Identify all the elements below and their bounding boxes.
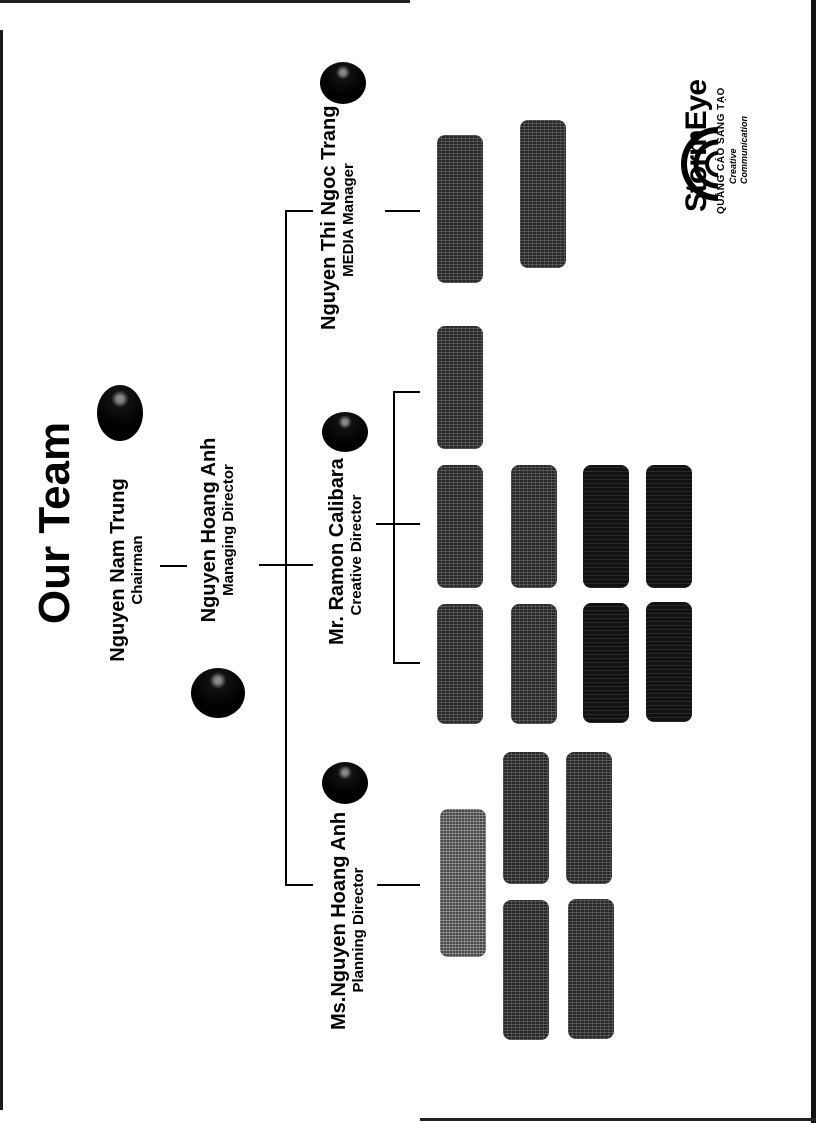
managing-director-name: Nguyen Hoang Anh <box>198 437 220 623</box>
planning-team-member-card <box>440 809 486 957</box>
planning-team-member-card <box>568 899 614 1039</box>
page-border-top <box>0 0 410 3</box>
creative-team-member-card <box>437 604 483 724</box>
stormeye-logo: StormEye QUẢNG CÁO SÁNG TẠO Creative Com… <box>668 60 768 240</box>
page-title: Our Team <box>30 421 79 625</box>
trunk-line <box>285 210 287 886</box>
creative-team-member-card <box>437 326 483 449</box>
media-team-member-card <box>520 120 566 268</box>
media-manager-role: MEDIA Manager <box>340 163 357 277</box>
creative-director-role: Creative Director <box>348 494 365 616</box>
creative-director-name: Mr. Ramon Calibara <box>326 458 348 645</box>
creative-bracket-vertical <box>393 391 395 664</box>
logo-subtitle: QUẢNG CÁO SÁNG TẠO <box>716 87 727 214</box>
branch-planning-bottom <box>285 884 313 886</box>
planning-team-member-card <box>503 900 549 1040</box>
planning-director-name: Ms.Nguyen Hoang Anh <box>328 811 350 1030</box>
chairman-avatar-icon <box>97 385 143 441</box>
creative-team-member-card <box>583 603 629 723</box>
creative-team-member-card <box>511 465 557 588</box>
media-manager-block: Nguyen Thi Ngoc Trang MEDIA Manager <box>318 105 357 330</box>
page-border-right <box>811 0 816 1123</box>
planning-team-member-card <box>503 752 549 884</box>
managing-director-avatar-icon <box>191 668 245 718</box>
logo-tagline-2: Communication <box>739 115 749 184</box>
managing-director-block: Nguyen Hoang Anh Managing Director <box>198 410 237 650</box>
chairman-role: Chairman <box>129 535 146 605</box>
creative-team-member-card <box>583 465 629 588</box>
creative-team-member-card <box>646 602 692 722</box>
chairman-block: Nguyen Nam Trung Chairman <box>107 460 146 680</box>
page-border-left <box>0 30 3 1110</box>
storm-eye-arcs-icon <box>681 127 719 201</box>
connector-creative-bracket <box>376 523 420 525</box>
planning-director-avatar-icon <box>322 762 368 804</box>
creative-director-block: Mr. Ramon Calibara Creative Director <box>326 458 365 645</box>
connector-planning-boxes <box>377 884 420 886</box>
media-manager-name: Nguyen Thi Ngoc Trang <box>318 105 340 330</box>
media-team-member-card <box>437 135 483 283</box>
logo-tagline-1: Creative <box>728 148 738 184</box>
managing-director-role: Managing Director <box>220 464 237 596</box>
planning-team-member-card <box>566 752 612 884</box>
planning-director-block: Ms.Nguyen Hoang Anh Planning Director <box>328 811 367 1030</box>
page-border-bottom <box>420 1118 816 1121</box>
creative-team-member-card <box>437 465 483 588</box>
connector-media-boxes <box>385 210 420 212</box>
creative-director-avatar-icon <box>322 412 368 452</box>
connector-chairman-md <box>160 565 187 567</box>
chairman-name: Nguyen Nam Trung <box>107 478 129 662</box>
planning-director-role: Planning Director <box>350 867 367 993</box>
media-manager-avatar-icon <box>320 62 366 104</box>
creative-bracket-top <box>393 391 420 393</box>
creative-team-member-card <box>511 604 557 724</box>
logo-brand: StormEye <box>680 79 713 212</box>
creative-bracket-bottom <box>393 662 420 664</box>
creative-team-member-card <box>646 465 692 588</box>
branch-media-top <box>285 210 313 212</box>
